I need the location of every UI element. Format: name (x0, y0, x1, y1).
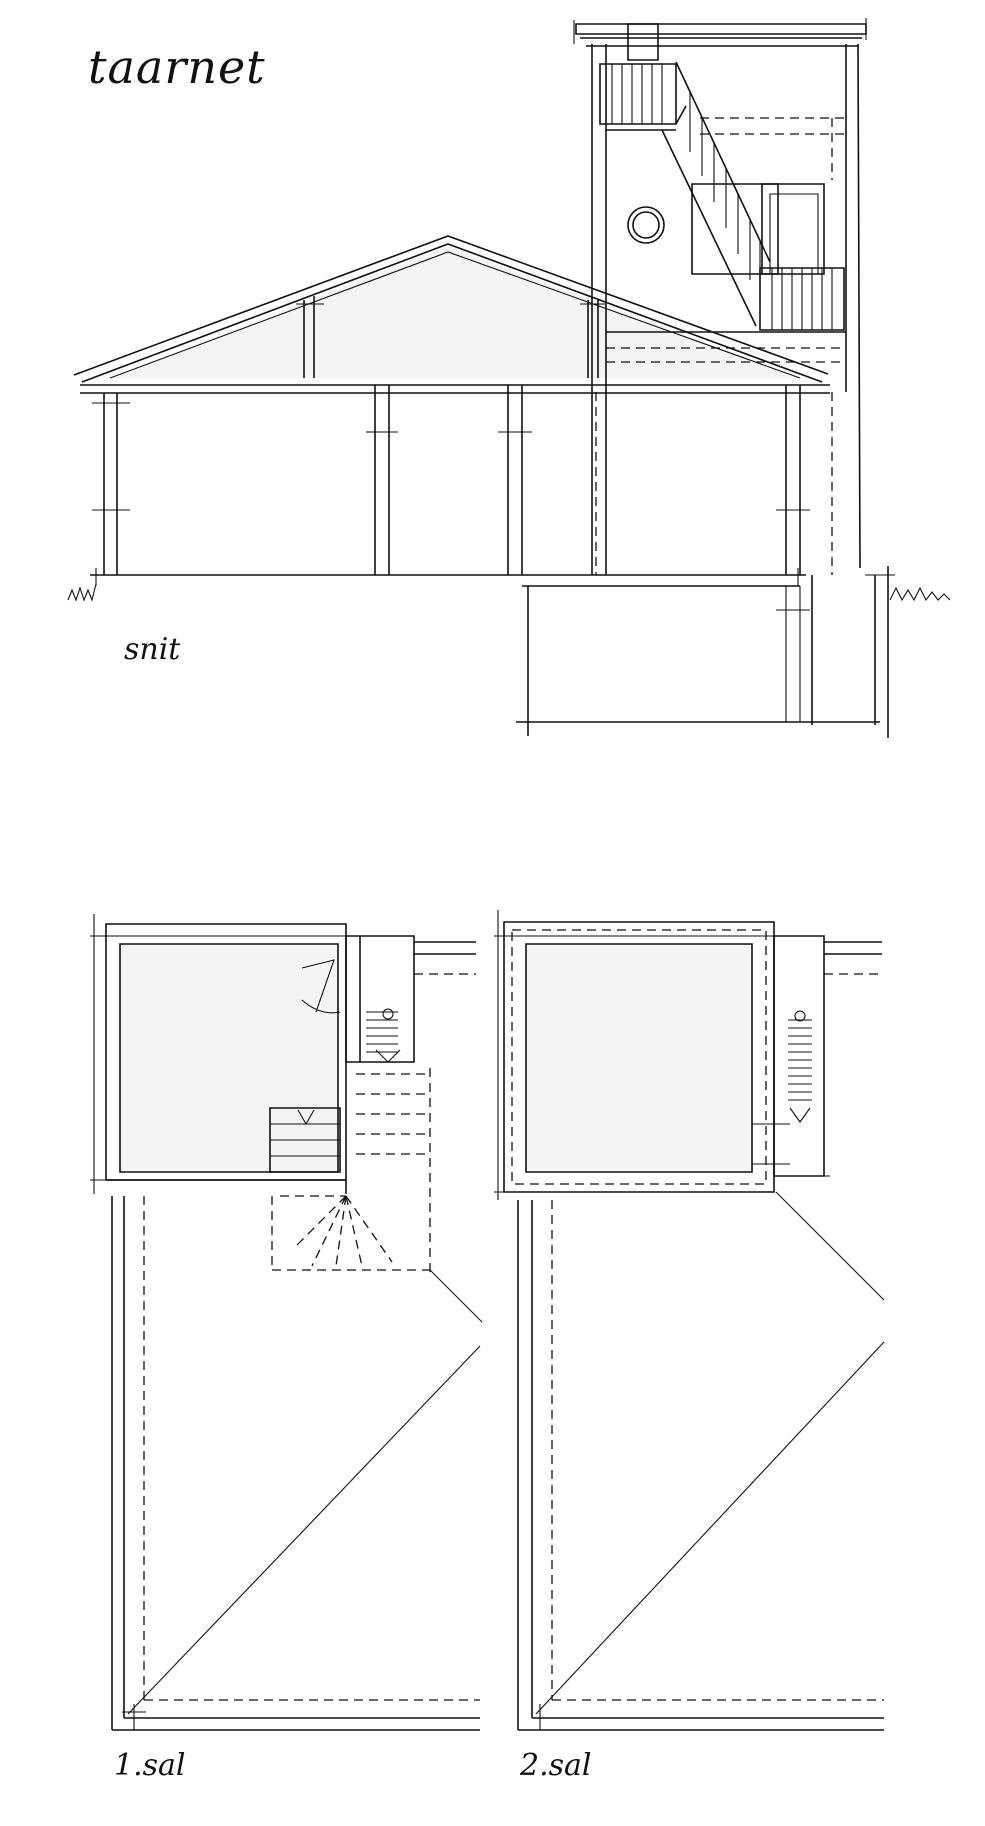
floor1-room-fill (118, 944, 338, 1172)
floor1-plan (90, 914, 482, 1730)
floor1-stair-diagonal (430, 1270, 482, 1322)
floor1-hidden-winder-stair (272, 1068, 430, 1272)
round-window-outer (628, 207, 664, 243)
ground-hatch-left (68, 584, 96, 600)
chimney-box (628, 24, 658, 60)
upper-balcony-railing (600, 64, 676, 124)
roof-inner-line (82, 244, 822, 382)
tower-cornice-top (576, 24, 866, 34)
upper-balcony-balusters (612, 64, 662, 124)
floor2-tower-hidden-wall (512, 930, 766, 1184)
stair-window-frame (692, 184, 778, 274)
floor2-label: 2.sal (520, 1748, 592, 1783)
floor1-door-swing (301, 999, 341, 1014)
floor2-stair-shaft (774, 936, 824, 1176)
stair-stringer-joint (676, 106, 686, 124)
stair-stringer-bottom (662, 130, 756, 326)
tower-right-wall-outer (858, 44, 860, 568)
floor1-label: 1.sal (114, 1748, 186, 1783)
tower-door-panel (770, 194, 818, 274)
floor2-hall-diagonal (536, 1342, 884, 1714)
round-window-inner (633, 212, 659, 238)
floor2-tower-inner-wall (526, 944, 752, 1172)
tower-door-frame (762, 184, 824, 274)
gable-infill (110, 246, 800, 378)
stair-balusters (690, 92, 760, 304)
floor2-plan (494, 910, 884, 1730)
floor2-stair-marker (795, 1011, 805, 1021)
stair-stringer-top (676, 62, 770, 262)
section-label: snit (124, 632, 181, 667)
drawing-title: taarnet (88, 40, 266, 94)
floor1-stair-up-marker (383, 1009, 393, 1019)
floor1-tower-inner-wall (120, 944, 338, 1172)
floor2-room-fill (526, 944, 750, 1172)
floor1-inner-stair-arrow (298, 1110, 314, 1124)
section-view (68, 18, 950, 738)
floor2-stair-treads (788, 1020, 812, 1100)
ground-hatch-right (890, 588, 950, 600)
floor2-tower-diagonal (776, 1192, 884, 1300)
floor1-door-leaf (302, 960, 334, 1012)
lower-balcony-balusters (772, 268, 832, 330)
floor1-stair-shaft (346, 936, 414, 1062)
ceiling-rafter (110, 252, 800, 378)
floor1-stair-treads (366, 1012, 398, 1052)
floor1-hall-diagonal (128, 1346, 480, 1714)
floor2-stair-arrow (790, 1108, 810, 1122)
floor1-inner-stair-treads (270, 1124, 340, 1156)
roof-outer-line (74, 236, 828, 375)
floor1-stair-arrow (376, 1050, 400, 1062)
